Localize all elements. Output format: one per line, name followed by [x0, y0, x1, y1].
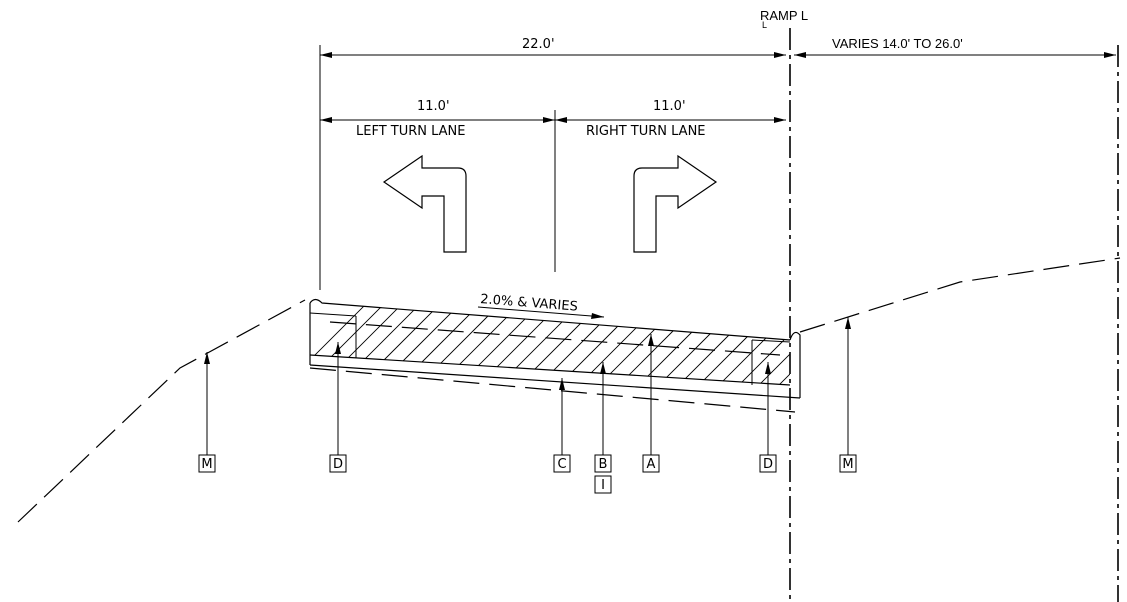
callout-b: B — [594, 362, 612, 473]
callout-d-right-label: D — [763, 457, 773, 472]
callout-i: I — [594, 475, 612, 494]
left-turn-arrow-icon — [382, 154, 467, 253]
callout-m-left-label: M — [201, 457, 212, 472]
dimension-total: 22.0' — [319, 37, 786, 290]
right-turn-lane-label: RIGHT TURN LANE — [586, 124, 706, 139]
left-ground-line — [17, 299, 306, 523]
dimension-shoulder: VARIES 14.0' TO 26.0' — [794, 36, 1116, 58]
callout-d-left: D — [329, 342, 347, 473]
pavement-section — [309, 298, 801, 399]
pavement-layer-line — [329, 321, 781, 356]
callout-a: A — [642, 334, 660, 473]
callout-m-left: M — [198, 352, 216, 473]
callout-c: C — [553, 378, 571, 473]
callout-m-right: M — [839, 317, 857, 473]
dimension-total-label: 22.0' — [522, 37, 555, 52]
right-turn-arrow-icon — [633, 154, 718, 253]
dimension-right-lane-label: 11.0' — [653, 99, 686, 114]
centerline-label: RAMP L — [760, 8, 808, 23]
left-turn-lane-label: LEFT TURN LANE — [356, 124, 466, 139]
callout-d-right: D — [759, 362, 777, 473]
callout-a-label: A — [647, 457, 656, 472]
slope-arrow — [477, 306, 605, 319]
right-ground-line — [799, 257, 1121, 333]
dimension-left-lane-label: 11.0' — [417, 99, 450, 114]
callout-i-label: I — [601, 478, 605, 493]
callout-b-label: B — [599, 457, 608, 472]
centerline-symbol: L — [762, 20, 767, 30]
callout-m-right-label: M — [842, 457, 853, 472]
pavement-hatch — [310, 303, 790, 385]
subgrade-line — [309, 367, 796, 413]
callout-c-label: C — [557, 457, 566, 472]
dimension-lanes: 11.0' 11.0' — [320, 99, 786, 272]
callout-d-left-label: D — [333, 457, 343, 472]
dimension-shoulder-label: VARIES 14.0' TO 26.0' — [832, 36, 963, 51]
